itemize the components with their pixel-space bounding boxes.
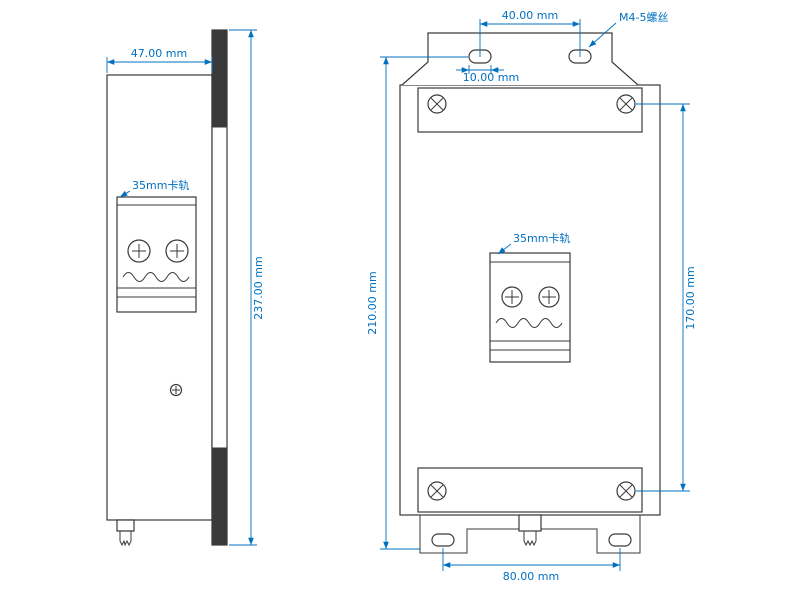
screw-callout: M4-5螺丝 [588,11,668,48]
rear-view: 40.00 mm 10.00 mm M4-5螺丝 210.00 mm [366,9,697,583]
dimension-top-holes-40: 40.00 mm [479,9,581,57]
leader-line [588,22,617,48]
right-height-label: 170.00 mm [684,266,697,329]
side-plate-top-tab [211,29,228,128]
slot-width-label: 10.00 mm [463,71,519,84]
screw-icon [427,481,447,501]
side-bottom-connector [116,519,135,547]
screw-icon [427,94,447,114]
screw-icon [616,481,636,501]
side-height-label: 237.00 mm [252,256,265,319]
rear-din-rail [489,252,571,363]
side-view: 47.00 mm 237.00 mm 35mm卡轨 [106,29,265,547]
bottom-inner-plate [417,467,643,513]
rear-din-rail-callout: 35mm卡轨 [497,231,570,255]
side-din-rail-label: 35mm卡轨 [132,178,189,192]
top-mounting-bracket [401,32,639,86]
side-plate-bottom-tab [211,447,228,546]
screw-type-label: M4-5螺丝 [619,11,668,24]
screw-icon [169,383,183,397]
dimension-right-170: 170.00 mm [636,103,697,492]
side-din-rail-callout: 35mm卡轨 [119,178,189,198]
screw-icon [127,239,151,263]
mounting-slot-hole [431,533,455,547]
top-inner-plate [417,87,643,133]
bottom-mounting-bracket [419,514,641,554]
dimension-left-210: 210.00 mm [366,56,468,550]
spring-clip-wave [122,272,190,282]
dimension-height-237: 237.00 mm [229,29,265,546]
screw-icon [538,286,560,308]
rear-bottom-connector [518,514,542,547]
dimension-bottom-holes-80: 80.00 mm [442,548,621,583]
screw-icon [165,239,189,263]
side-width-label: 47.00 mm [131,47,187,60]
mounting-slot-hole [608,533,632,547]
rear-din-rail-label: 35mm卡轨 [513,231,570,245]
dimension-slot-10: 10.00 mm [456,65,519,84]
dimension-width-47: 47.00 mm [106,47,213,73]
leader-line [119,190,131,198]
top-hole-spacing-label: 40.00 mm [502,9,558,22]
side-din-rail [116,196,197,313]
screw-icon [501,286,523,308]
screw-icon [616,94,636,114]
bottom-hole-spacing-label: 80.00 mm [503,570,559,583]
left-height-label: 210.00 mm [366,271,379,334]
spring-clip-wave [495,318,563,328]
leader-line [497,243,512,255]
